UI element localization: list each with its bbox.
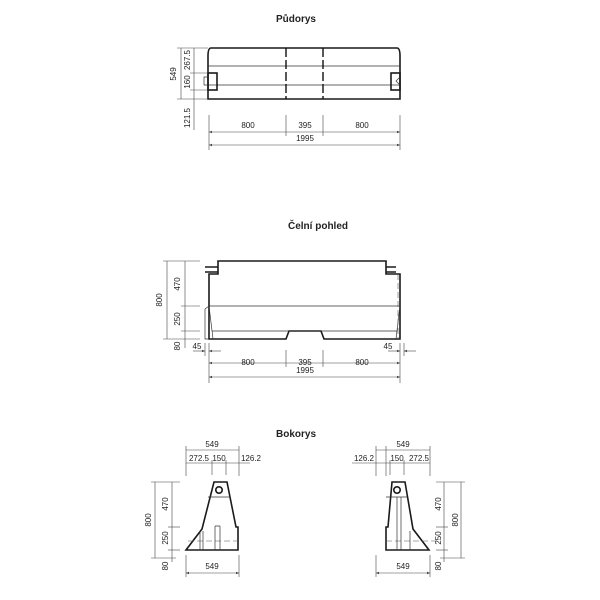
side-title: Bokorys <box>276 429 316 440</box>
side-right-dim-h1: 470 <box>434 497 443 511</box>
side-left-dim-top: 549 <box>205 440 219 449</box>
front-outline <box>208 260 401 340</box>
front-title: Čelní pohled <box>288 219 348 232</box>
side-left-dim-height: 800 <box>144 513 153 527</box>
side-right-dim-height: 800 <box>451 513 460 527</box>
front-dim-offset-left: 45 <box>193 342 202 351</box>
front-view: Čelní pohled 800 470 250 80 45 45 800 39… <box>155 219 416 383</box>
plan-outline <box>207 47 401 100</box>
front-dim-h1: 470 <box>173 277 182 291</box>
side-view-right: 549 126.2 150 272.5 549 470 250 80 800 <box>352 440 465 577</box>
front-dim-height: 800 <box>155 293 164 307</box>
plan-notch-right <box>390 72 401 91</box>
front-dim-h3: 80 <box>173 341 182 350</box>
plan-dim-width: 549 <box>169 67 178 81</box>
side-right-dim-b: 150 <box>390 454 404 463</box>
front-dim-total: 1995 <box>296 366 314 375</box>
front-dim-seg1: 800 <box>241 358 255 367</box>
side-right-dim-bottom: 549 <box>396 562 410 571</box>
plan-view: Půdorys 549 267.5 160 121.5 800 395 800 … <box>169 13 401 150</box>
plan-dim-w1: 267.5 <box>183 49 192 70</box>
side-right-dim-c: 272.5 <box>409 454 430 463</box>
side-left-dim-bottom: 549 <box>205 562 219 571</box>
side-view-left: 549 272.5 150 126.2 549 800 470 250 80 <box>144 440 262 577</box>
side-left-dim-c: 126.2 <box>241 454 262 463</box>
plan-dim-total: 1995 <box>296 134 314 143</box>
side-right-dim-h2: 250 <box>434 531 443 545</box>
plan-dim-seg3: 800 <box>355 121 369 130</box>
side-left-dim-b: 150 <box>212 454 226 463</box>
plan-dim-seg1: 800 <box>241 121 255 130</box>
side-right-dim-h3: 80 <box>434 561 443 570</box>
plan-dim-w3: 121.5 <box>183 107 192 128</box>
front-dim-offset-right: 45 <box>384 342 393 351</box>
side-left-dim-a: 272.5 <box>189 454 210 463</box>
side-view: Bokorys 549 272.5 150 126.2 549 800 470 … <box>144 429 465 577</box>
side-left-dim-h1: 470 <box>161 497 170 511</box>
side-right-dim-a: 126.2 <box>354 454 375 463</box>
plan-notch-left <box>207 72 218 91</box>
side-right-dim-top: 549 <box>396 440 410 449</box>
plan-dim-seg2: 395 <box>298 121 312 130</box>
front-dim-h2: 250 <box>173 312 182 326</box>
front-dim-seg3: 800 <box>355 358 369 367</box>
plan-title: Půdorys <box>276 13 316 25</box>
plan-dim-w2: 160 <box>183 75 192 89</box>
side-left-dim-h3: 80 <box>161 561 170 570</box>
side-left-dim-h2: 250 <box>161 531 170 545</box>
front-dim-seg2: 395 <box>298 358 312 367</box>
